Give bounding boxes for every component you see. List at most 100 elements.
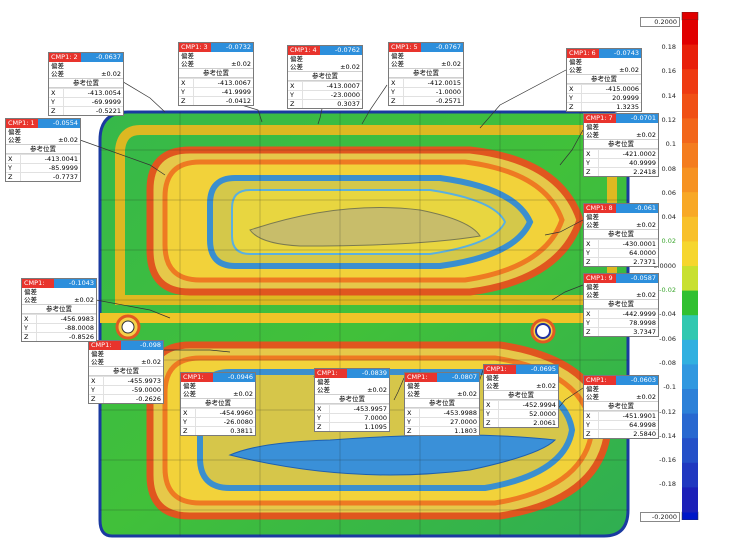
axis-y-label: Y: [179, 88, 194, 96]
callout-y-value: 64.9998: [629, 421, 656, 429]
scale-tick-label: 0.04: [661, 213, 676, 222]
callout-deviation-label: 偏差: [181, 52, 194, 60]
callout-deviation-label: 偏差: [586, 123, 599, 131]
callout-deviation-value: -0.0732: [211, 43, 253, 52]
callout-tolerance-value: ±0.02: [441, 60, 461, 68]
callout-reference-label: 参考位置: [22, 304, 96, 314]
scale-band: [682, 20, 698, 46]
axis-y-label: Y: [584, 249, 599, 257]
axis-z-label: Z: [22, 333, 37, 341]
callout-deviation-value: -0.0637: [81, 53, 123, 62]
callout-reference-label: 参考位置: [315, 394, 389, 404]
callout-deviation-label: 偏差: [183, 382, 196, 390]
callout-deviation-value: -0.098: [121, 341, 163, 350]
callout-y-value: 7.0000: [364, 414, 387, 422]
callout-x-value: -442.9999: [622, 310, 656, 318]
axis-y-label: Y: [584, 421, 599, 429]
callout-x-value: -453.9957: [353, 405, 387, 413]
callout-tolerance-label: 公差: [181, 60, 194, 68]
scale-tick-label: -0.14: [659, 431, 676, 440]
axis-z-label: Z: [288, 100, 303, 108]
callout-name: CMP1: 9: [586, 274, 613, 282]
callout-x-value: -455.9973: [127, 377, 161, 385]
callout-x-value: -452.9994: [522, 401, 556, 409]
callout-z-value: -0.0412: [225, 97, 251, 105]
axis-x-label: X: [49, 89, 64, 97]
axis-x-label: X: [567, 85, 582, 93]
callout-reference-label: 参考位置: [49, 78, 123, 88]
callout-tolerance-label: 公差: [391, 60, 404, 68]
callout-y-value: 64.0000: [629, 249, 656, 257]
callout-tolerance-label: 公差: [183, 390, 196, 398]
axis-x-label: X: [405, 409, 420, 417]
callout-y-value: -69.9999: [91, 98, 121, 106]
callout-deviation-value: -0.0762: [320, 46, 362, 55]
scale-tick-label: 0.12: [661, 115, 676, 124]
callout-tolerance-value: ±0.02: [74, 296, 94, 304]
callout-name: CMP1: 13: [317, 369, 338, 385]
callout-deviation-value: -0.0946: [213, 373, 255, 382]
callout-deviation-label: 偏差: [317, 378, 330, 386]
scale-tick-label: 0.18: [661, 43, 676, 51]
axis-y-label: Y: [181, 418, 196, 426]
callout-deviation-label: 偏差: [407, 382, 420, 390]
callout-deviation-value: -0.0587: [616, 274, 658, 283]
axis-y-label: Y: [315, 414, 330, 422]
callout-x-value: -415.0006: [605, 85, 639, 93]
callout-name: CMP1: 7: [586, 114, 613, 122]
callout-z-value: 2.2418: [633, 168, 656, 176]
callout-tolerance-value: ±0.02: [619, 66, 639, 74]
callout-y-value: 52.0000: [529, 410, 556, 418]
scale-band: [682, 241, 698, 267]
callout-tolerance-value: ±0.02: [101, 70, 121, 78]
axis-z-label: Z: [584, 258, 599, 266]
axis-z-label: Z: [389, 97, 404, 105]
scale-tick-label: 0.1: [665, 140, 676, 149]
callout-name: CMP1: 16: [24, 279, 45, 295]
axis-z-label: Z: [584, 328, 599, 336]
callout-z-value: 1.3235: [616, 103, 639, 111]
scale-band: [682, 118, 698, 144]
callout-deviation-value: -0.0603: [616, 376, 658, 385]
callout-name: CMP1: 14: [183, 373, 204, 389]
scale-tick-label: 0.16: [661, 67, 676, 76]
callout-name: CMP1: 3: [181, 43, 208, 51]
axis-z-label: Z: [179, 97, 194, 105]
callout-z-value: 2.7371: [633, 258, 656, 266]
axis-x-label: X: [6, 155, 21, 163]
callout-tolerance-value: ±0.02: [636, 393, 656, 401]
scale-tick-label: 0.02: [661, 237, 676, 246]
scale-tick-label: -0.02: [659, 286, 676, 294]
callout-reference-label: 参考位置: [584, 299, 658, 309]
callout-deviation-label: 偏差: [290, 55, 303, 63]
scale-band: [682, 389, 698, 415]
callout-z-value: 1.1803: [454, 427, 477, 435]
callout-reference-label: 参考位置: [484, 390, 558, 400]
callout-x-value: -412.0015: [427, 79, 461, 87]
callout-tolerance-value: ±0.02: [141, 358, 161, 366]
callout-z-value: -0.5221: [95, 107, 121, 115]
axis-y-label: Y: [484, 410, 499, 418]
callout-x-value: -430.0001: [622, 240, 656, 248]
axis-z-label: Z: [584, 430, 599, 438]
axis-y-label: Y: [288, 91, 303, 99]
callout-deviation-value: -0.0743: [599, 49, 641, 58]
color-scale-bar: [681, 12, 699, 520]
